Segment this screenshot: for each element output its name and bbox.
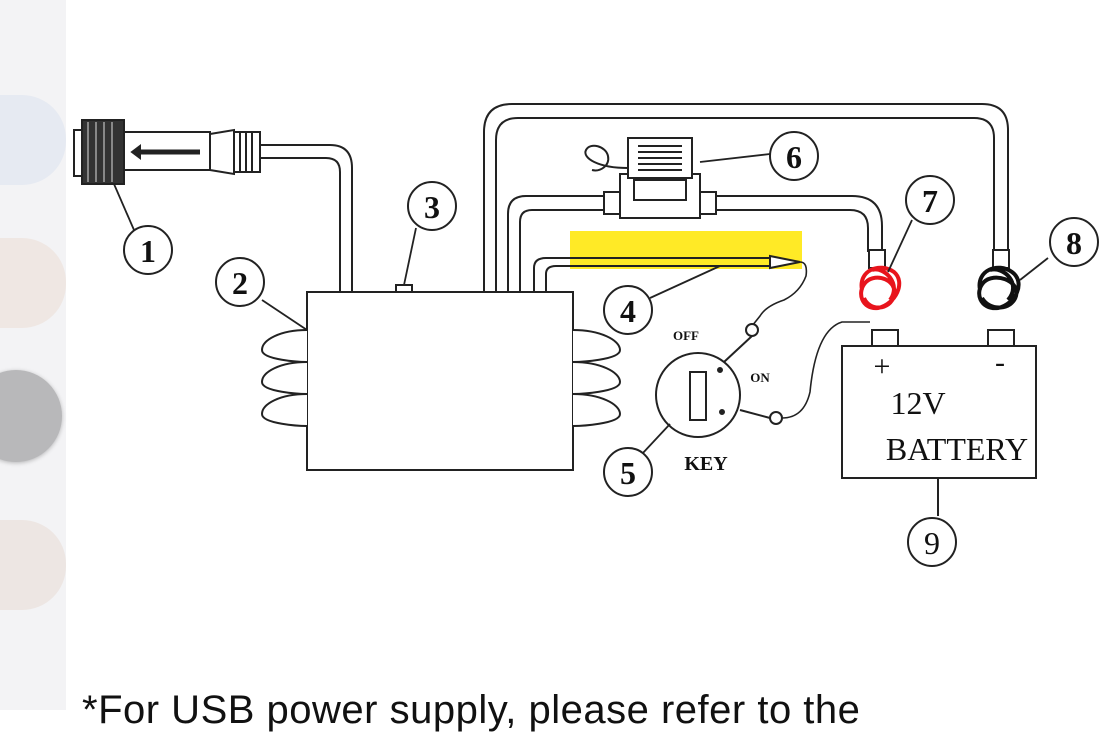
callout-6: [769, 131, 819, 181]
battery-name-label: BATTERY: [886, 431, 1028, 467]
fuse-holder: [584, 137, 717, 219]
switch-off-label: OFF: [673, 328, 699, 343]
switch-on-label: ON: [750, 370, 770, 385]
negative-terminal-marker: [977, 265, 1021, 311]
callout-5: [603, 447, 653, 497]
battery-voltage-label: 12V: [890, 385, 945, 421]
callout-2-label: 2: [232, 265, 248, 301]
wiring-diagram: 1 2 3 4 5 6 7 8 9 OFF ON KEY + - 12V BAT…: [73, 103, 1099, 567]
callout-1: [123, 225, 173, 275]
switch-key-label: KEY: [684, 453, 728, 475]
callout-6-label: 6: [786, 139, 802, 175]
callout-7: [905, 175, 955, 225]
battery-minus-label: -: [995, 346, 1005, 379]
waterproof-connector: [73, 119, 261, 185]
battery-plus-label: +: [874, 350, 891, 383]
thumbnail-2[interactable]: [0, 238, 66, 328]
thumbnail-1[interactable]: [0, 95, 66, 185]
callout-8-label: 8: [1066, 225, 1082, 261]
positive-terminal-marker: [859, 265, 902, 311]
callout-5-label: 5: [620, 455, 636, 491]
callout-3-label: 3: [424, 189, 440, 225]
callout-7-label: 7: [922, 183, 938, 219]
thumbnail-sidebar: [0, 0, 66, 710]
callout-8: [1049, 217, 1099, 267]
callout-4: [603, 285, 653, 335]
callout-3: [407, 181, 457, 231]
callout-9: [907, 517, 957, 567]
callout-1-label: 1: [140, 233, 156, 269]
usb-note-text: *For USB power supply, please refer to t…: [82, 688, 861, 732]
callout-2: [215, 257, 265, 307]
controller-box: [260, 284, 622, 471]
highlight-marker: [570, 231, 802, 269]
callout-9-label: 9: [924, 525, 940, 561]
key-switch: [655, 321, 870, 438]
thumbnail-3[interactable]: [0, 520, 66, 610]
callout-4-label: 4: [620, 293, 636, 329]
battery: [841, 329, 1037, 516]
